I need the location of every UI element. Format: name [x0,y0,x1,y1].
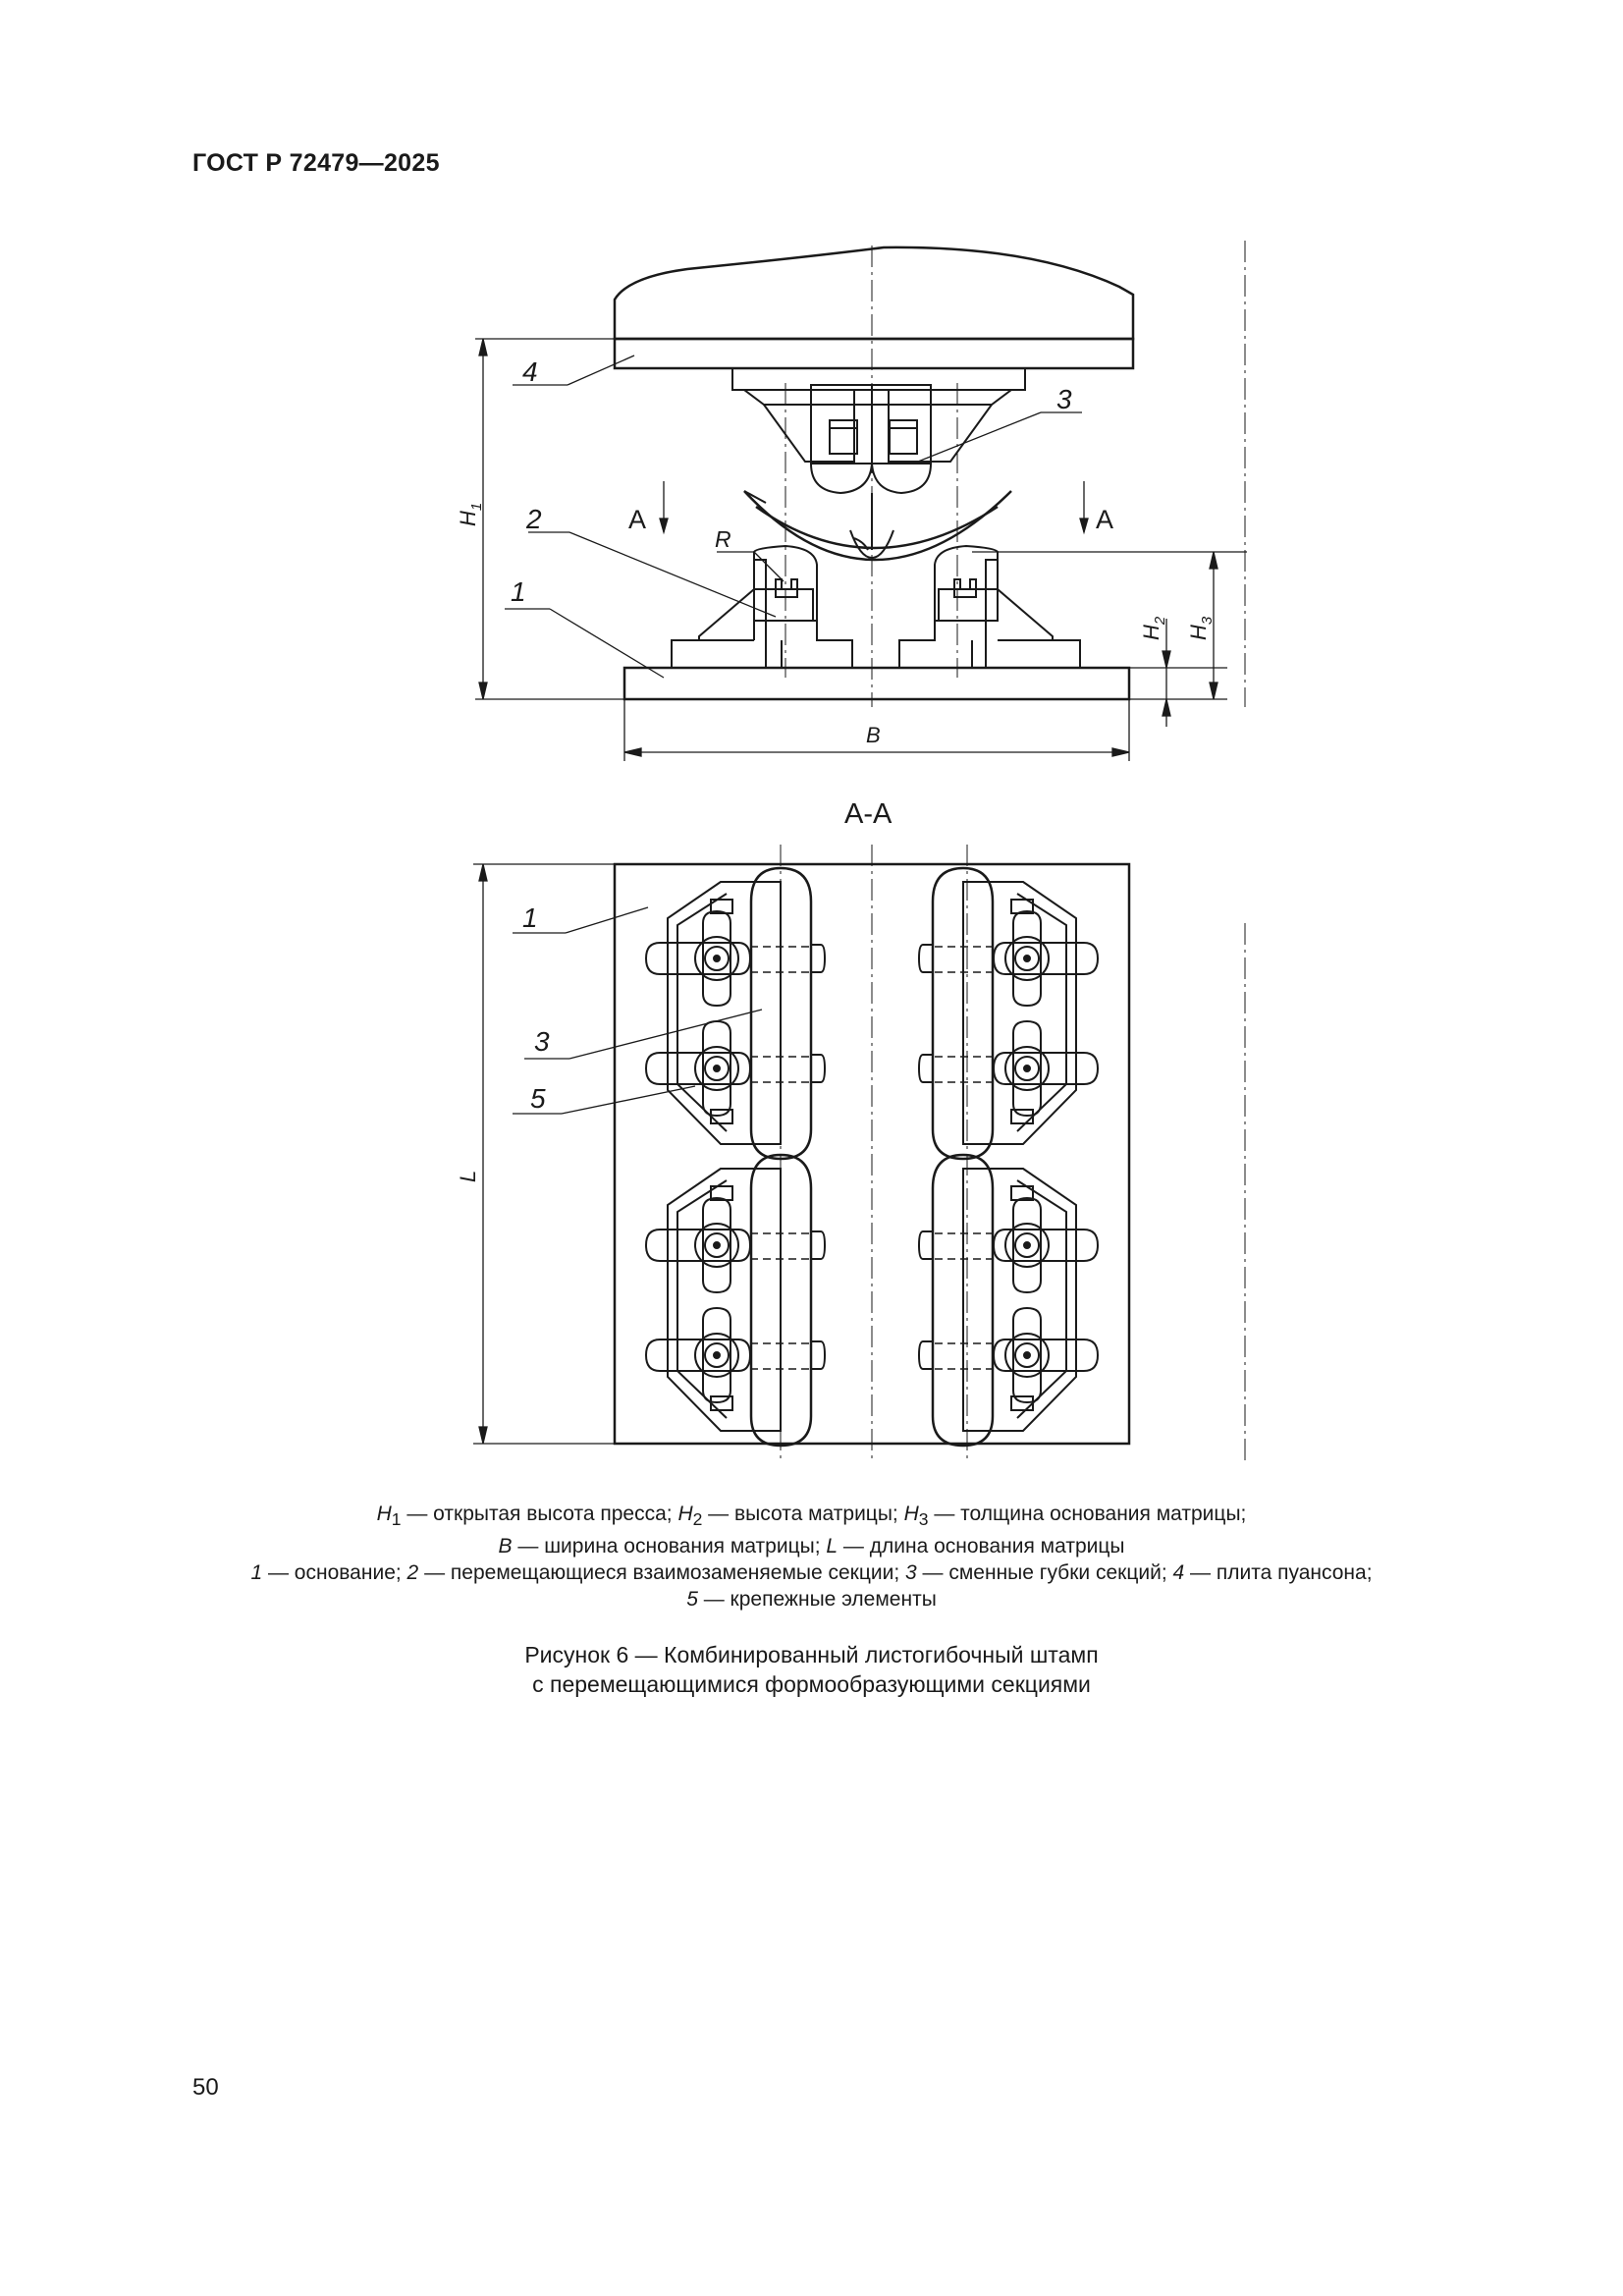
leader-label-1-top: 1 [511,576,526,607]
legend-line-2: B — ширина основания матрицы; L — длина … [498,1535,1125,1558]
legend-line-3: 1 — основание; 2 — перемещающиеся взаимо… [250,1561,1373,1585]
figure-legend: H1 — открытая высота пресса; H2 — высота… [196,1501,1427,1613]
svg-text:H3: H3 [1186,616,1216,640]
leader-label-5: 5 [530,1083,546,1114]
dimension-l-label: L [456,1171,480,1182]
caption-line-1: Рисунок 6 — Комбинированный листогибочны… [524,1642,1099,1667]
caption-line-2: с перемещающимися формообразующими секци… [532,1671,1091,1697]
legend-line-1: H1 — открытая высота пресса; H2 — высота… [376,1503,1247,1530]
document-code: ГОСТ Р 72479—2025 [192,149,440,177]
svg-text:L: L [456,1171,480,1182]
dimension-b-label: B [866,723,881,747]
svg-text:H1: H1 [456,503,485,526]
leader-label-3-section: 3 [534,1026,550,1057]
figure-caption: Рисунок 6 — Комбинированный листогибочны… [196,1640,1427,1699]
leader-label-4: 4 [522,356,538,387]
svg-text:H2: H2 [1139,616,1168,640]
front-view [475,241,1247,761]
leader-label-3-top: 3 [1056,384,1072,414]
leader-label-1-section: 1 [522,902,538,933]
dimension-h2-label: H2 [1139,616,1168,640]
section-title: А-А [844,798,893,830]
page-number: 50 [192,2074,219,2101]
section-mark-right: А [1096,505,1113,534]
leader-label-r: R [715,526,731,552]
dimension-h1-label: H1 [456,503,485,526]
section-mark-left: А [628,505,646,534]
section-view [473,845,1246,1463]
legend-line-4: 5 — крепежные элементы [686,1588,937,1612]
dimension-h3-label: H3 [1186,616,1216,640]
leader-label-2: 2 [525,504,542,534]
